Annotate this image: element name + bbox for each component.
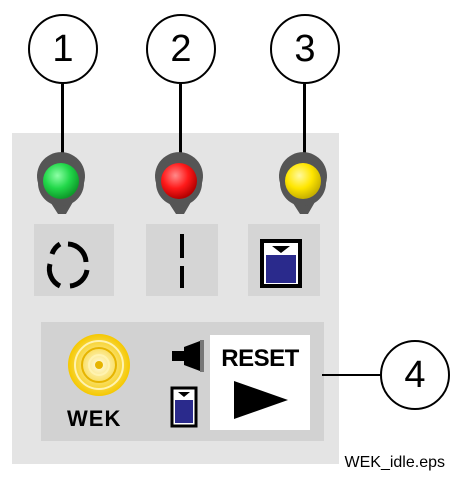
callout-3-leader: [303, 84, 306, 162]
callout-2-number: 2: [170, 27, 192, 70]
horn-icon: [172, 340, 204, 372]
callout-2: 2: [146, 14, 216, 84]
red-indicator-light: [155, 152, 203, 214]
wek-label: WEK: [67, 406, 122, 431]
filename-caption: WEK_idle.eps: [344, 454, 446, 471]
callout-1-leader: [61, 84, 64, 162]
callout-2-leader: [179, 84, 182, 162]
small-container-icon: [170, 386, 198, 428]
sun-icon: [68, 334, 130, 396]
callout-4: 4: [380, 340, 450, 410]
callout-3-number: 3: [294, 27, 316, 70]
container-icon: [260, 239, 302, 288]
green-indicator-light: [37, 152, 85, 214]
callout-1-number: 1: [52, 27, 74, 70]
play-arrow-icon: [234, 381, 288, 419]
reset-label: RESET: [221, 345, 299, 372]
callout-4-number: 4: [404, 353, 426, 396]
yellow-indicator-light: [279, 152, 327, 214]
callout-4-leader: [322, 374, 382, 376]
circle-arrows-icon: [46, 241, 90, 289]
callout-1: 1: [28, 14, 98, 84]
broken-line-icon: [180, 234, 184, 288]
reset-button[interactable]: RESET: [210, 335, 310, 430]
callout-3: 3: [270, 14, 340, 84]
